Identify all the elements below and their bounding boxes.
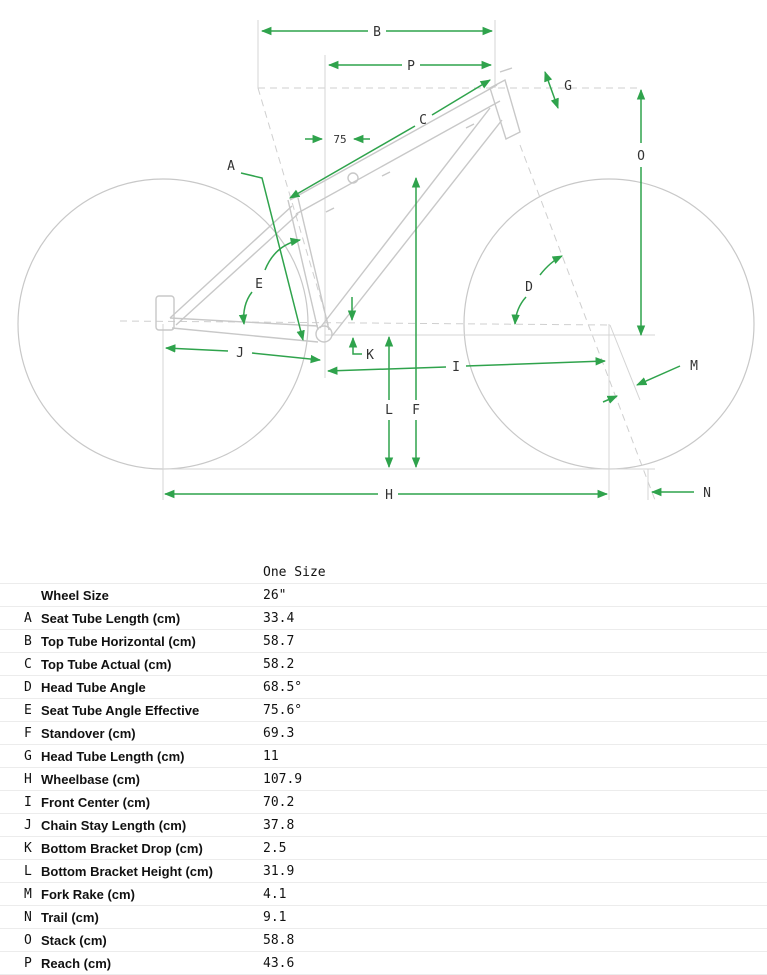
row-value: 75.6° bbox=[263, 698, 767, 722]
row-value: 58.7 bbox=[263, 629, 767, 653]
row-label: Bottom Bracket Height (cm) bbox=[41, 859, 263, 883]
row-letter: E bbox=[0, 698, 41, 722]
row-letter: G bbox=[0, 744, 41, 768]
row-value: 26" bbox=[263, 583, 767, 607]
row-label: Head Tube Angle bbox=[41, 675, 263, 699]
label-K: K bbox=[366, 348, 374, 363]
row-letter bbox=[0, 583, 41, 607]
row-label: Seat Tube Length (cm) bbox=[41, 606, 263, 630]
row-value: 69.3 bbox=[263, 721, 767, 745]
row-letter: D bbox=[0, 675, 41, 699]
dimension-labels: B P C 75 G O A E D K J I M L F H N bbox=[227, 22, 711, 503]
row-letter: N bbox=[0, 905, 41, 929]
row-letter: A bbox=[0, 606, 41, 630]
row-value: 43.6 bbox=[263, 951, 767, 975]
label-C: C bbox=[419, 113, 427, 128]
label-A: A bbox=[227, 159, 235, 174]
label-N: N bbox=[703, 486, 711, 501]
label-I: I bbox=[452, 360, 460, 375]
row-letter: L bbox=[0, 859, 41, 883]
row-label: Chain Stay Length (cm) bbox=[41, 813, 263, 837]
row-letter: M bbox=[0, 882, 41, 906]
row-value: 70.2 bbox=[263, 790, 767, 814]
row-value: 58.8 bbox=[263, 928, 767, 952]
label-H: H bbox=[385, 488, 393, 503]
row-value: 4.1 bbox=[263, 882, 767, 906]
row-label: Stack (cm) bbox=[41, 928, 263, 952]
row-label: Head Tube Length (cm) bbox=[41, 744, 263, 768]
dimension-lines bbox=[163, 26, 694, 499]
label-G: G bbox=[564, 79, 572, 94]
row-letter: C bbox=[0, 652, 41, 676]
row-letter: K bbox=[0, 836, 41, 860]
row-letter: O bbox=[0, 928, 41, 952]
row-letter: H bbox=[0, 767, 41, 791]
row-label: Bottom Bracket Drop (cm) bbox=[41, 836, 263, 860]
row-value: 37.8 bbox=[263, 813, 767, 837]
row-letter: I bbox=[0, 790, 41, 814]
row-label: Wheelbase (cm) bbox=[41, 767, 263, 791]
row-label: Reach (cm) bbox=[41, 951, 263, 975]
label-P: P bbox=[407, 59, 415, 74]
label-E: E bbox=[255, 277, 263, 292]
label-L: L bbox=[385, 403, 393, 418]
row-value: 58.2 bbox=[263, 652, 767, 676]
row-value: 9.1 bbox=[263, 905, 767, 929]
row-value: 68.5° bbox=[263, 675, 767, 699]
label-75: 75 bbox=[333, 133, 346, 146]
label-D: D bbox=[525, 280, 533, 295]
bike-geometry-diagram: B P C 75 G O A E D K J I M L F H N bbox=[17, 20, 755, 503]
row-label: Wheel Size bbox=[41, 583, 263, 607]
label-F: F bbox=[412, 403, 420, 418]
guide-lines bbox=[119, 20, 656, 501]
label-J: J bbox=[236, 346, 244, 361]
row-label: Trail (cm) bbox=[41, 905, 263, 929]
label-O: O bbox=[637, 149, 645, 164]
label-M: M bbox=[690, 359, 698, 374]
row-letter: F bbox=[0, 721, 41, 745]
row-label: Top Tube Actual (cm) bbox=[41, 652, 263, 676]
row-value: 33.4 bbox=[263, 606, 767, 630]
row-label: Seat Tube Angle Effective bbox=[41, 698, 263, 722]
row-label: Fork Rake (cm) bbox=[41, 882, 263, 906]
row-value: 107.9 bbox=[263, 767, 767, 791]
table-header-row: One Size bbox=[0, 561, 767, 584]
row-letter: P bbox=[0, 951, 41, 975]
column-header-one-size: One Size bbox=[263, 561, 767, 584]
row-label: Standover (cm) bbox=[41, 721, 263, 745]
label-B: B bbox=[373, 25, 381, 40]
row-value: 31.9 bbox=[263, 859, 767, 883]
row-letter: B bbox=[0, 629, 41, 653]
row-label: Top Tube Horizontal (cm) bbox=[41, 629, 263, 653]
row-letter: J bbox=[0, 813, 41, 837]
row-value: 2.5 bbox=[263, 836, 767, 860]
row-label: Front Center (cm) bbox=[41, 790, 263, 814]
row-value: 11 bbox=[263, 744, 767, 768]
